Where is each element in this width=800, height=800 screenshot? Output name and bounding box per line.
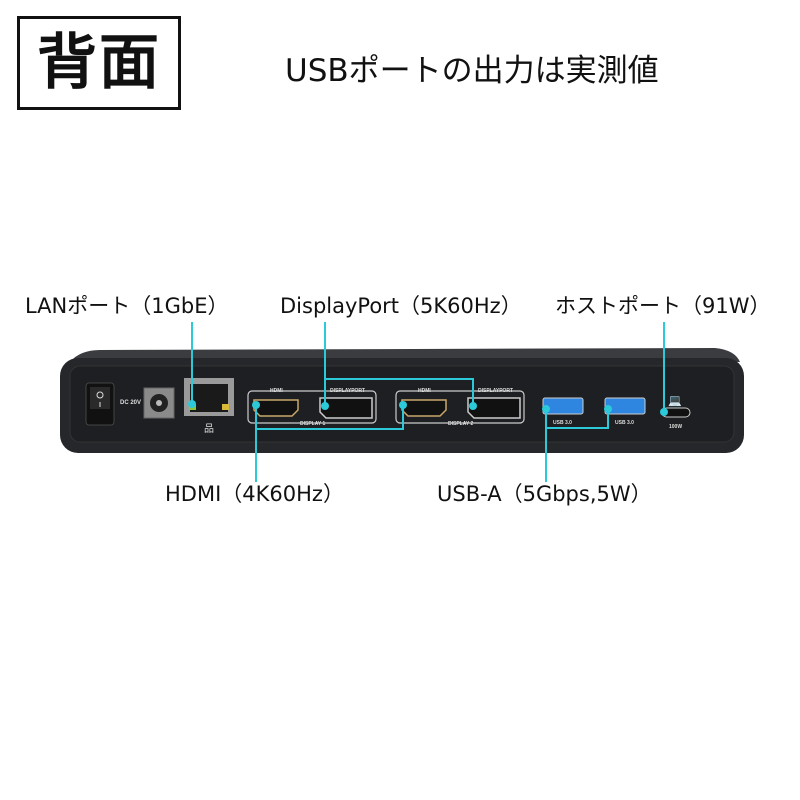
usb-label-1: USB 3.0 xyxy=(553,420,572,426)
dc-label: DC 20V xyxy=(120,400,141,406)
displayport-port-2 xyxy=(467,397,521,419)
callout-lines xyxy=(191,322,665,482)
usb-label-2: USB 3.0 xyxy=(615,420,634,426)
usb-a-callout: USB-A（5Gbps,5W） xyxy=(437,482,652,506)
displayport-callout: DisplayPort（5K60Hz） xyxy=(280,294,522,318)
display-1-group: HDMI DISPLAYPORT DISPLAY 1 xyxy=(247,388,377,427)
displayport-label: DISPLAYPORT xyxy=(330,388,365,394)
host-port: 💻 100W xyxy=(661,394,691,430)
subtitle: USBポートの出力は実測値 xyxy=(285,53,659,89)
power-switch xyxy=(85,382,115,426)
lan-callout: LANポート（1GbE） xyxy=(25,294,229,318)
display-2-group: HDMI DISPLAYPORT DISPLAY 2 xyxy=(395,388,525,427)
dc-jack xyxy=(143,387,175,419)
displayport-label: DISPLAYPORT xyxy=(478,388,513,394)
display1-label: DISPLAY 1 xyxy=(300,421,326,427)
title-box: 背面 xyxy=(17,16,181,110)
usb-ports: USB 3.0 USB 3.0 xyxy=(542,397,646,426)
hdmi-callout: HDMI（4K60Hz） xyxy=(165,482,344,506)
displayport-port-1 xyxy=(319,397,373,419)
hdmi-label: HDMI xyxy=(418,388,431,394)
display2-label: DISPLAY 2 xyxy=(448,421,474,427)
laptop-power-icon: 💻 xyxy=(668,394,682,407)
hdmi-port-1 xyxy=(253,399,299,417)
host-port-callout: ホストポート（91W） xyxy=(555,294,771,318)
callout-dots xyxy=(188,400,668,416)
network-icon: 品 xyxy=(204,423,214,435)
hdmi-label: HDMI xyxy=(270,388,283,394)
hdmi-port-2 xyxy=(401,399,447,417)
host-power-label: 100W xyxy=(669,424,682,430)
page-title: 背面 xyxy=(37,28,161,98)
